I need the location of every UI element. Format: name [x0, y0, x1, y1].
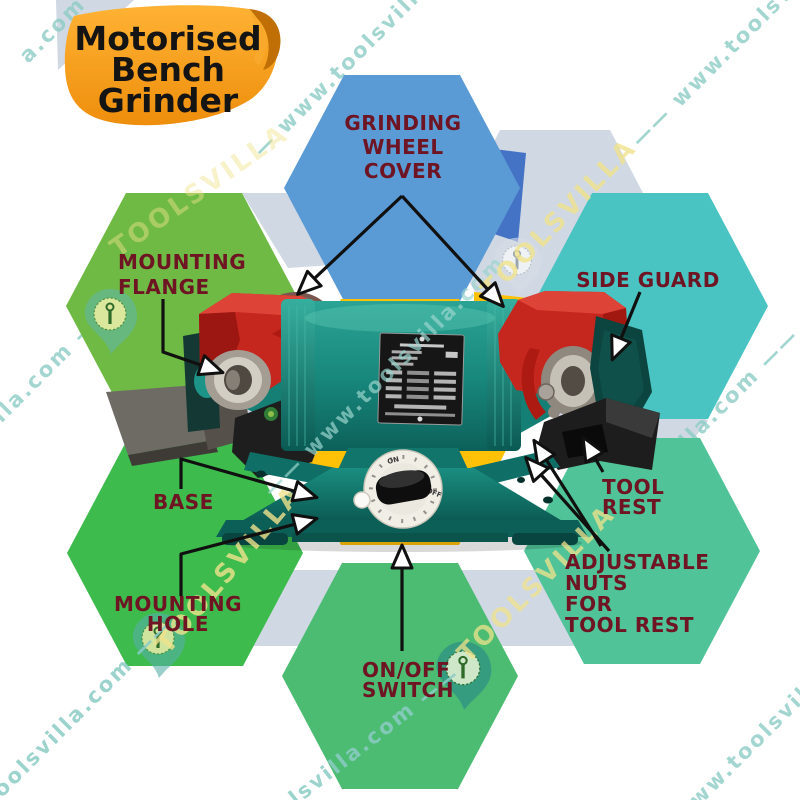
arrow-mounting-flange — [161, 299, 225, 377]
toolsvilla-logo — [436, 641, 492, 710]
arrow-grinding-wheel-cover-right — [400, 194, 505, 308]
dial-on-label: ON — [387, 455, 401, 466]
banner-title-line3: Grinder — [98, 81, 239, 120]
part-labels: GRINDING WHEEL COVER MOUNTING FLANGE SID… — [114, 111, 720, 702]
ribbon-curl — [249, 9, 281, 70]
watermark-url: —— www.toolsvilla.com — [627, 0, 800, 152]
title-banner: Motorised Bench Grinder — [64, 5, 281, 126]
reset-button — [353, 491, 371, 509]
on-off-dial: ON OFF — [353, 449, 443, 529]
label-line: FLANGE — [118, 275, 210, 299]
arrow-tool-rest — [581, 435, 605, 473]
label-base: BASE — [153, 490, 214, 514]
adjustable-nut — [537, 383, 555, 401]
adjustable-nut — [548, 406, 560, 418]
label-adjustable-nuts: ADJUSTABLE NUTS FOR TOOL REST — [565, 550, 709, 637]
label-line: ADJUSTABLE — [565, 550, 709, 574]
hexagon-on-off-switch — [282, 563, 518, 789]
label-side-guard: SIDE GUARD — [576, 268, 720, 292]
label-grinding-wheel-cover: GRINDING WHEEL COVER — [344, 111, 461, 183]
toolsvilla-logo — [494, 237, 542, 297]
banner-title-line1: Motorised — [74, 19, 261, 58]
arrow-mounting-hole — [179, 513, 319, 596]
arrow-adjustable-nuts-2 — [524, 456, 611, 553]
arrow-side-guard — [610, 291, 642, 362]
hexagon-tool-rest — [524, 438, 760, 664]
label-line: FOR — [565, 592, 613, 616]
banner-title-line2: Bench — [111, 50, 225, 89]
grinding-wheel-right — [521, 346, 605, 420]
label-line: MOUNTING — [114, 592, 242, 616]
label-line: TOOL — [602, 475, 664, 499]
label-line: TOOL REST — [565, 613, 694, 637]
label-line: WHEEL — [362, 135, 443, 159]
label-line: NUTS — [565, 571, 628, 595]
toolsvilla-logo — [84, 289, 137, 354]
arrow-base — [179, 457, 319, 503]
label-line: COVER — [364, 159, 442, 183]
callout-arrows — [161, 194, 642, 651]
label-tool-rest: TOOL REST — [602, 475, 664, 519]
label-line: SIDE GUARD — [576, 268, 720, 292]
banner-title: Motorised Bench Grinder — [74, 19, 261, 120]
name-plate — [377, 332, 465, 426]
mounting-hole-part — [256, 470, 266, 478]
label-line: GRINDING — [344, 111, 461, 135]
rotary-knob — [375, 470, 432, 505]
label-line: ON/OFF — [362, 658, 450, 682]
label-on-off-switch: ON/OFF SWITCH — [362, 658, 454, 702]
label-line: REST — [602, 495, 661, 519]
hexagon-grinding-wheel-cover — [284, 75, 520, 301]
label-line: SWITCH — [362, 678, 454, 702]
label-line: HOLE — [147, 612, 209, 636]
label-line: BASE — [153, 490, 214, 514]
arrow-grinding-wheel-cover-left — [296, 194, 404, 296]
toolsvilla-logo — [132, 613, 185, 678]
label-mounting-flange: MOUNTING FLANGE — [118, 250, 246, 299]
label-line: MOUNTING — [118, 250, 246, 274]
label-mounting-hole: MOUNTING HOLE — [114, 592, 242, 636]
